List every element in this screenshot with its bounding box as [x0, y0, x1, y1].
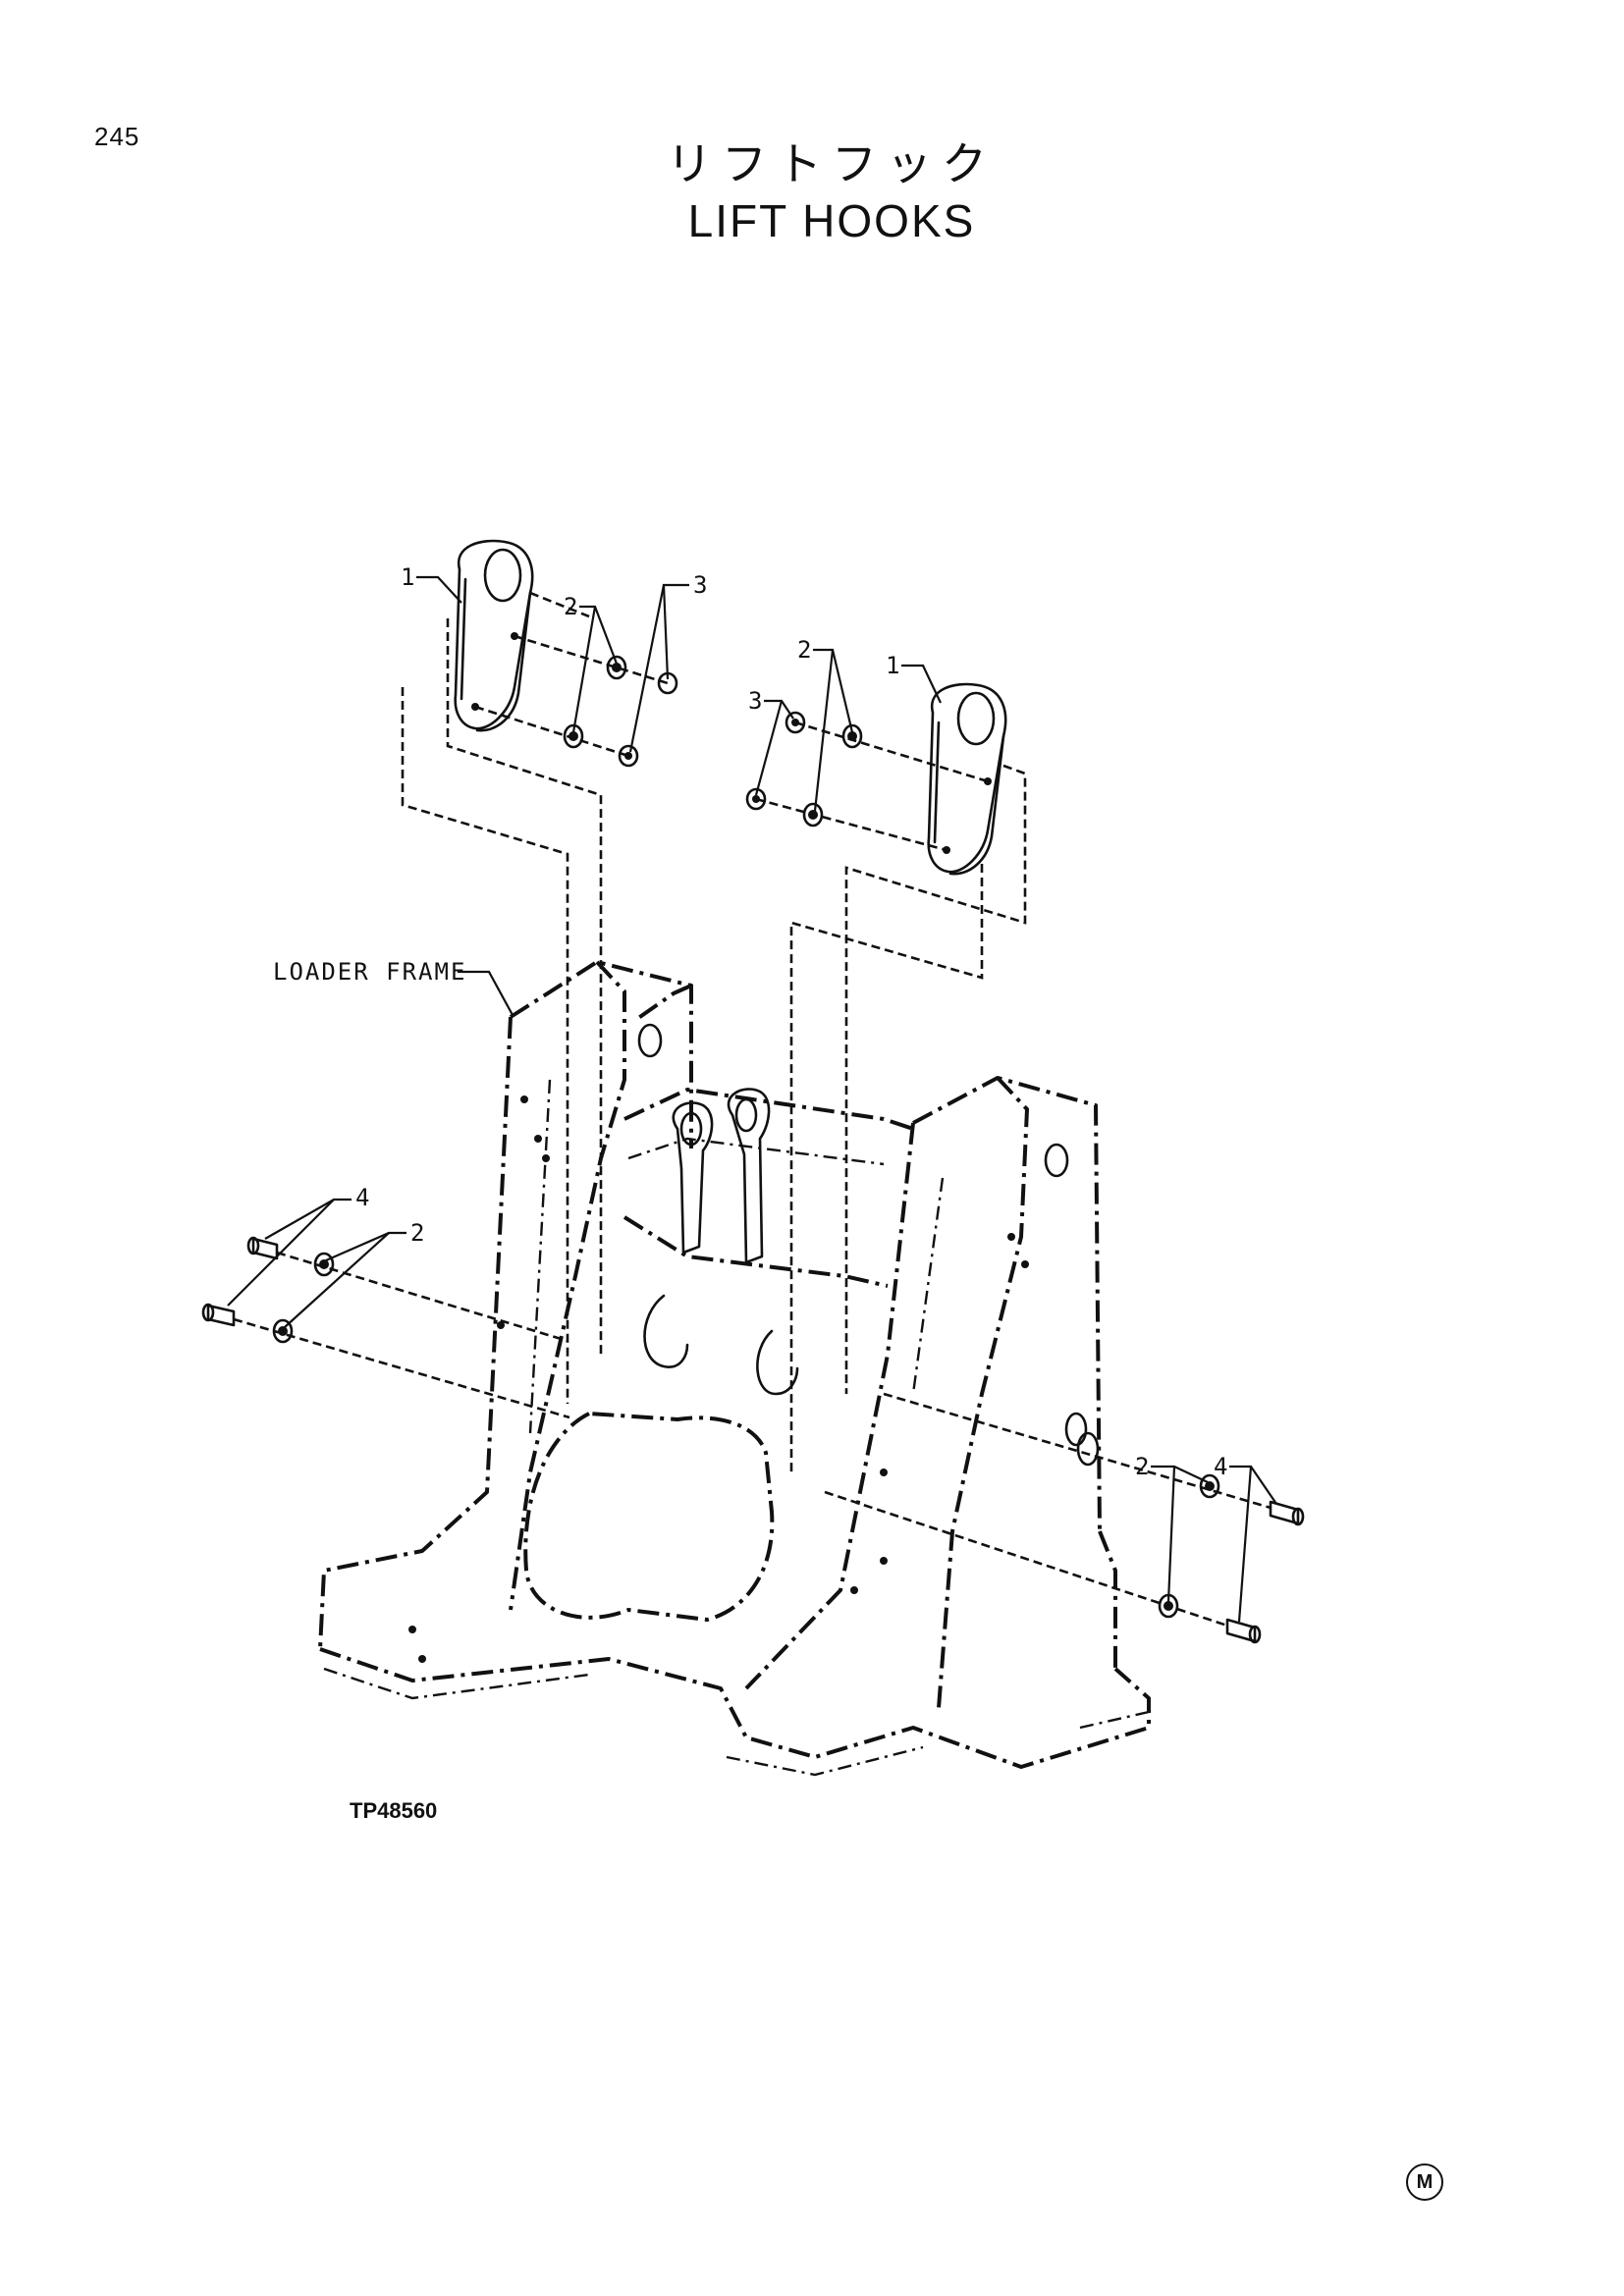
- page-number: 245: [94, 122, 140, 151]
- callout-2-right-top: 2: [797, 636, 811, 664]
- callout-3-right-top: 3: [748, 687, 762, 715]
- figure-id: TP48560: [350, 1798, 437, 1823]
- callout-4-left-bottom: 4: [355, 1184, 369, 1211]
- callout-1-left: 1: [401, 563, 414, 591]
- callout-3-left-top: 3: [693, 571, 707, 599]
- fasteners-top: [563, 655, 863, 828]
- page-title: リフトフック LIFT HOOKS: [0, 135, 1624, 249]
- lift-hook-left: [454, 539, 534, 732]
- lift-hook-right: [927, 682, 1007, 876]
- title-english: LIFT HOOKS: [687, 195, 976, 246]
- callout-2-left-top: 2: [564, 593, 577, 620]
- callout-1-right: 1: [886, 652, 899, 679]
- fasteners-left-bottom: [201, 1236, 335, 1344]
- loader-frame-label: LOADER FRAME: [273, 958, 466, 986]
- fasteners-right-bottom: [1158, 1473, 1305, 1644]
- callout-4-right-bottom: 4: [1214, 1453, 1227, 1480]
- callout-2-right-bottom: 2: [1135, 1453, 1149, 1480]
- loader-frame: [318, 960, 1151, 1777]
- title-japanese: リフトフック: [667, 137, 997, 190]
- callout-2-left-bottom: 2: [410, 1219, 424, 1247]
- manufacturer-mark: M: [1406, 2163, 1443, 2201]
